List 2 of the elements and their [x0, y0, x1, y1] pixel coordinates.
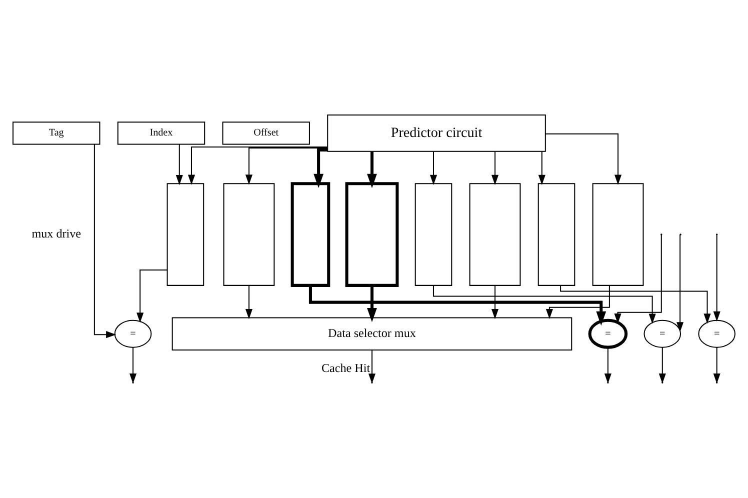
edge-label: Cache Hit	[321, 360, 370, 375]
label: mux drive	[32, 226, 82, 241]
